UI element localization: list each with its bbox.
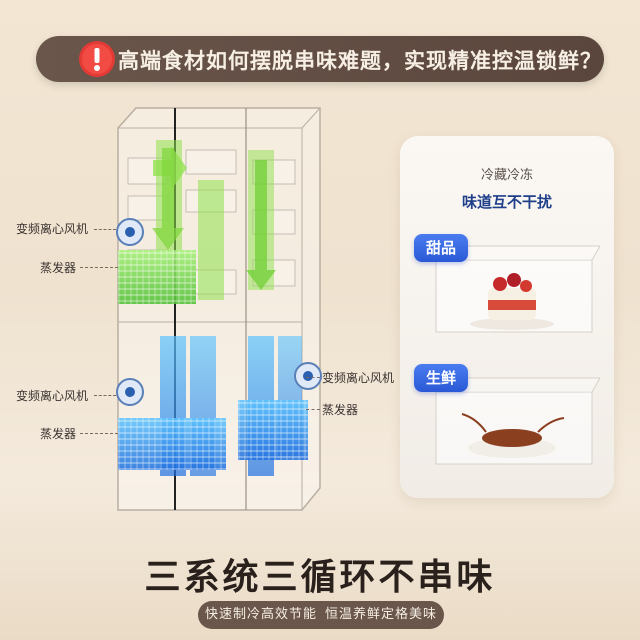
dessert-drawer-image (435, 245, 600, 333)
lower-left-evaporator-label: 蒸发器 (40, 427, 77, 441)
upper-evaporator-leader (80, 267, 118, 268)
lower-right-fan-label: 变频离心风机 (322, 371, 395, 385)
headline-banner: 高端食材如何摆脱串味难题，实现精准控温锁鲜？ (36, 36, 604, 82)
lower-right-evaporator-label: 蒸发器 (322, 403, 359, 417)
tag-dessert: 甜品 (414, 234, 469, 262)
slogan-b: 恒温养鲜定格美味 (325, 607, 438, 622)
panel-subtitle: 冷藏冷冻 (480, 168, 533, 183)
headline-text: 高端食材如何摆脱串味难题，实现精准控温锁鲜？ (118, 49, 602, 73)
upper-fan-label: 变频离心风机 (16, 222, 89, 236)
warning-icon (79, 41, 115, 77)
slogan-a: 快速制冷高效节能 (204, 607, 317, 622)
upper-evaporator-label: 蒸发器 (40, 261, 77, 275)
separation-panel: 冷藏冷冻 味道互不干扰 甜品 生鲜 (400, 136, 614, 498)
seafood-drawer-image (435, 377, 600, 465)
tag-seafood: 生鲜 (414, 364, 469, 392)
upper-fan-leader (94, 229, 116, 230)
fridge-cutaway-illustration (116, 107, 322, 511)
lower-left-fan-label: 变频离心风机 (16, 389, 89, 403)
lower-left-evaporator-leader (80, 433, 118, 434)
slogan-pill: 快速制冷高效节能恒温养鲜定格美味 (198, 601, 444, 629)
panel-title: 味道互不干扰 (461, 193, 552, 211)
lower-right-evaporator-leader (306, 409, 320, 410)
lower-right-fan-leader (306, 377, 320, 378)
lower-left-fan-leader (94, 395, 116, 396)
main-title: 三系统三循环不串味 (144, 557, 496, 598)
